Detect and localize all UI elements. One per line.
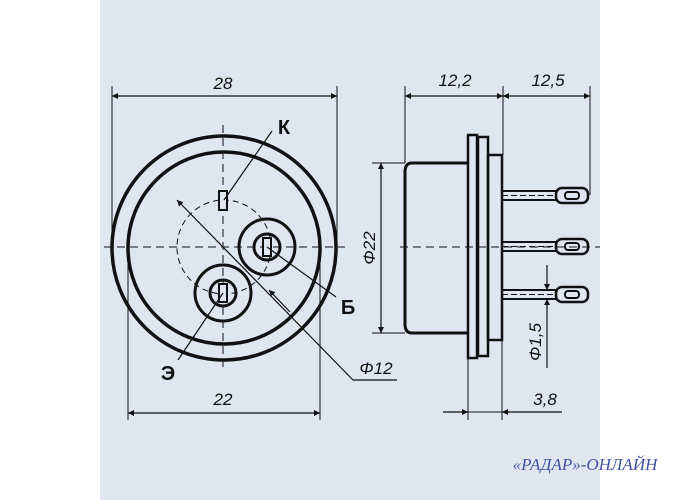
collector-label: К xyxy=(278,117,291,139)
watermark: «РАДАР»-ОНЛАЙН xyxy=(513,455,659,474)
emitter-pin-insulator xyxy=(193,263,253,323)
leads xyxy=(501,186,590,304)
dim-inner-diameter: 22 xyxy=(213,390,233,409)
dim-lead-diameter: Φ1,5 xyxy=(526,323,545,361)
flange-outline xyxy=(110,134,338,362)
dim-flange-offset: 3,8 xyxy=(533,390,557,409)
base-label: Б xyxy=(341,297,355,319)
base-pin-insulator xyxy=(237,217,297,277)
dim-lead-length: 12,5 xyxy=(531,71,565,90)
emitter-pin-ring xyxy=(208,278,238,308)
lead-top xyxy=(501,186,590,205)
lead-bottom xyxy=(501,285,590,304)
dim-body-length: 12,2 xyxy=(438,71,472,90)
front-view xyxy=(104,86,397,420)
collector-pin xyxy=(218,190,228,211)
emitter-label: Э xyxy=(161,363,175,385)
dim-outer-diameter: 28 xyxy=(213,74,233,93)
base-pin-ring xyxy=(252,232,282,262)
body-outline xyxy=(126,150,322,346)
side-view xyxy=(372,86,600,420)
lead-middle xyxy=(501,237,590,256)
emitter-leader xyxy=(177,292,224,361)
base-leader xyxy=(266,246,337,298)
collector-leader xyxy=(223,130,273,201)
dim-body-diameter: Φ22 xyxy=(360,231,379,265)
dim-pin-circle: Φ12 xyxy=(359,359,393,378)
can-body xyxy=(403,161,468,335)
pin-circle-leader xyxy=(176,199,354,381)
